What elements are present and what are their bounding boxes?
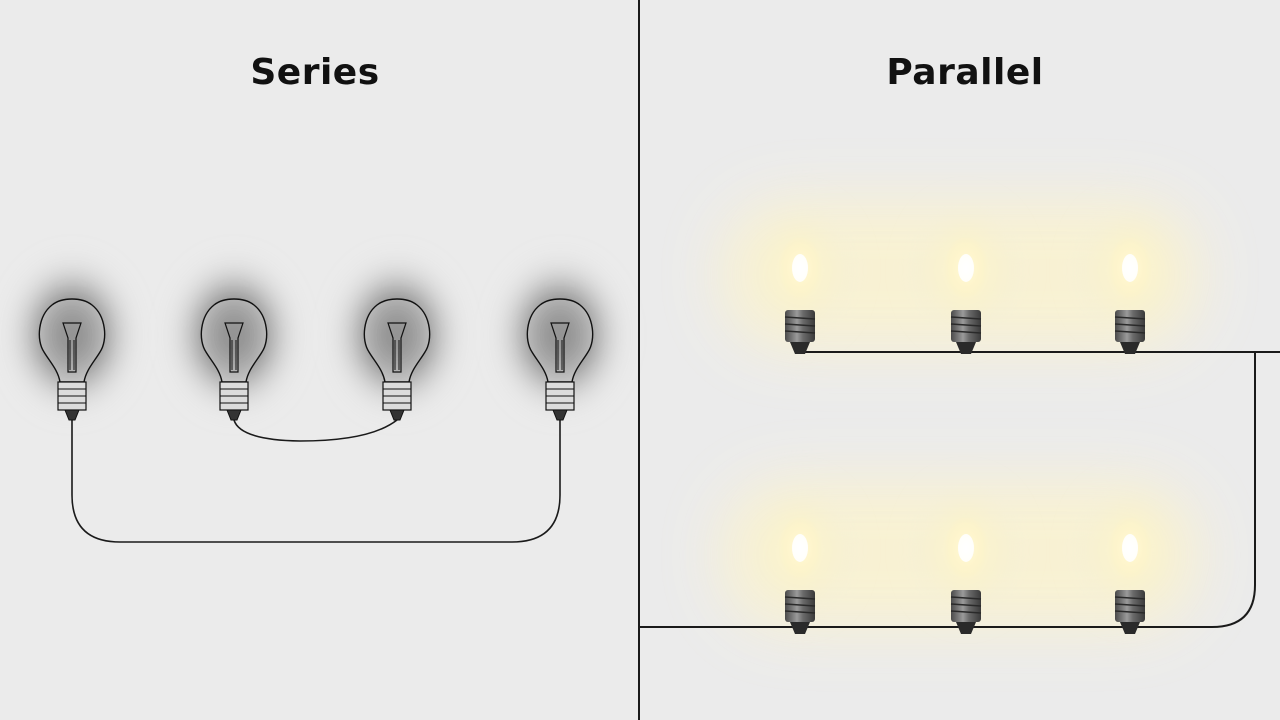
series-bulb-3 <box>363 298 431 421</box>
series-bulb-2-glow <box>172 257 296 413</box>
series-bulb-4 <box>526 298 594 421</box>
parallel-return-wire <box>639 352 1256 628</box>
parallel-top-bulb-2 <box>944 236 988 354</box>
series-bulb-1 <box>38 298 106 421</box>
parallel-bottom-bulb-3 <box>1108 516 1152 634</box>
parallel-top-bulb-3 <box>1108 236 1152 354</box>
parallel-top-bulb-1 <box>778 236 822 354</box>
series-bulb-3-glow <box>335 257 459 413</box>
parallel-title: Parallel <box>886 52 1044 93</box>
parallel-bottom-bulb-2 <box>944 516 988 634</box>
series-glows <box>10 257 622 413</box>
series-title: Series <box>250 52 380 93</box>
series-inner-wire <box>233 419 398 442</box>
series-outer-wire <box>71 420 561 543</box>
series-bulb-1-glow <box>10 257 134 413</box>
parallel-bottom-bulb-1 <box>778 516 822 634</box>
series-bulb-2 <box>200 298 268 421</box>
series-bulb-4-glow <box>498 257 622 413</box>
